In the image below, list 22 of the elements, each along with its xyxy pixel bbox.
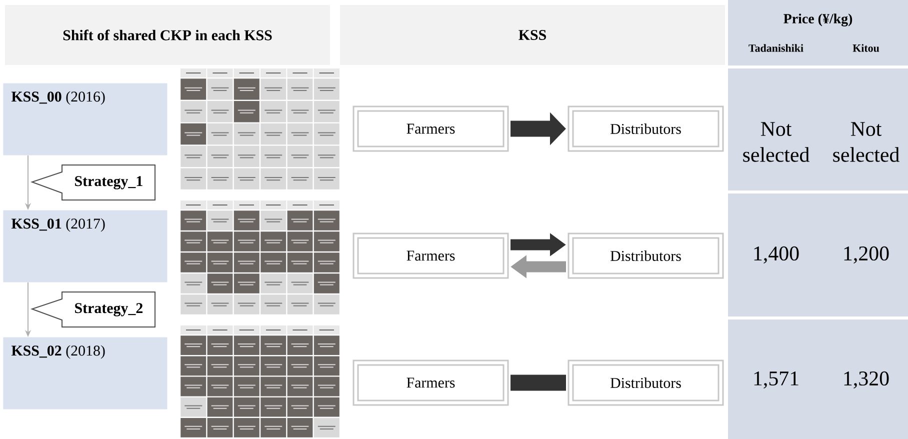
price-value: 1,571 xyxy=(754,371,798,388)
column-header: Kitou xyxy=(852,44,880,52)
actor-box: Farmers xyxy=(352,106,509,152)
price-value: Not selected xyxy=(833,122,900,162)
column-header: Price (¥/kg) xyxy=(784,14,852,26)
actor-box: Farmers xyxy=(352,360,509,406)
price-value: 1,320 xyxy=(844,371,889,389)
price-value: Not selected xyxy=(743,122,810,162)
kss-box: KSS_02 (2018) xyxy=(3,337,168,410)
actor-box: Distributors xyxy=(568,360,724,406)
kss-box: KSS_00 (2016) xyxy=(3,83,168,156)
price-value: 1,400 xyxy=(754,246,799,264)
kss-box: KSS_01 (2017) xyxy=(3,210,168,282)
price-value: 1,200 xyxy=(844,246,889,264)
actor-box: Distributors xyxy=(568,106,724,152)
actor-box: Farmers xyxy=(352,232,509,279)
actor-box: Distributors xyxy=(568,232,724,279)
column-header: Shift of shared CKP in each KSS xyxy=(5,5,330,65)
column-header: Tadanishiki xyxy=(748,44,804,52)
strategy-arrow-box: Strategy_2 xyxy=(30,292,156,328)
strategy-arrow-box: Strategy_1 xyxy=(30,164,156,200)
column-header: KSS xyxy=(340,5,725,65)
